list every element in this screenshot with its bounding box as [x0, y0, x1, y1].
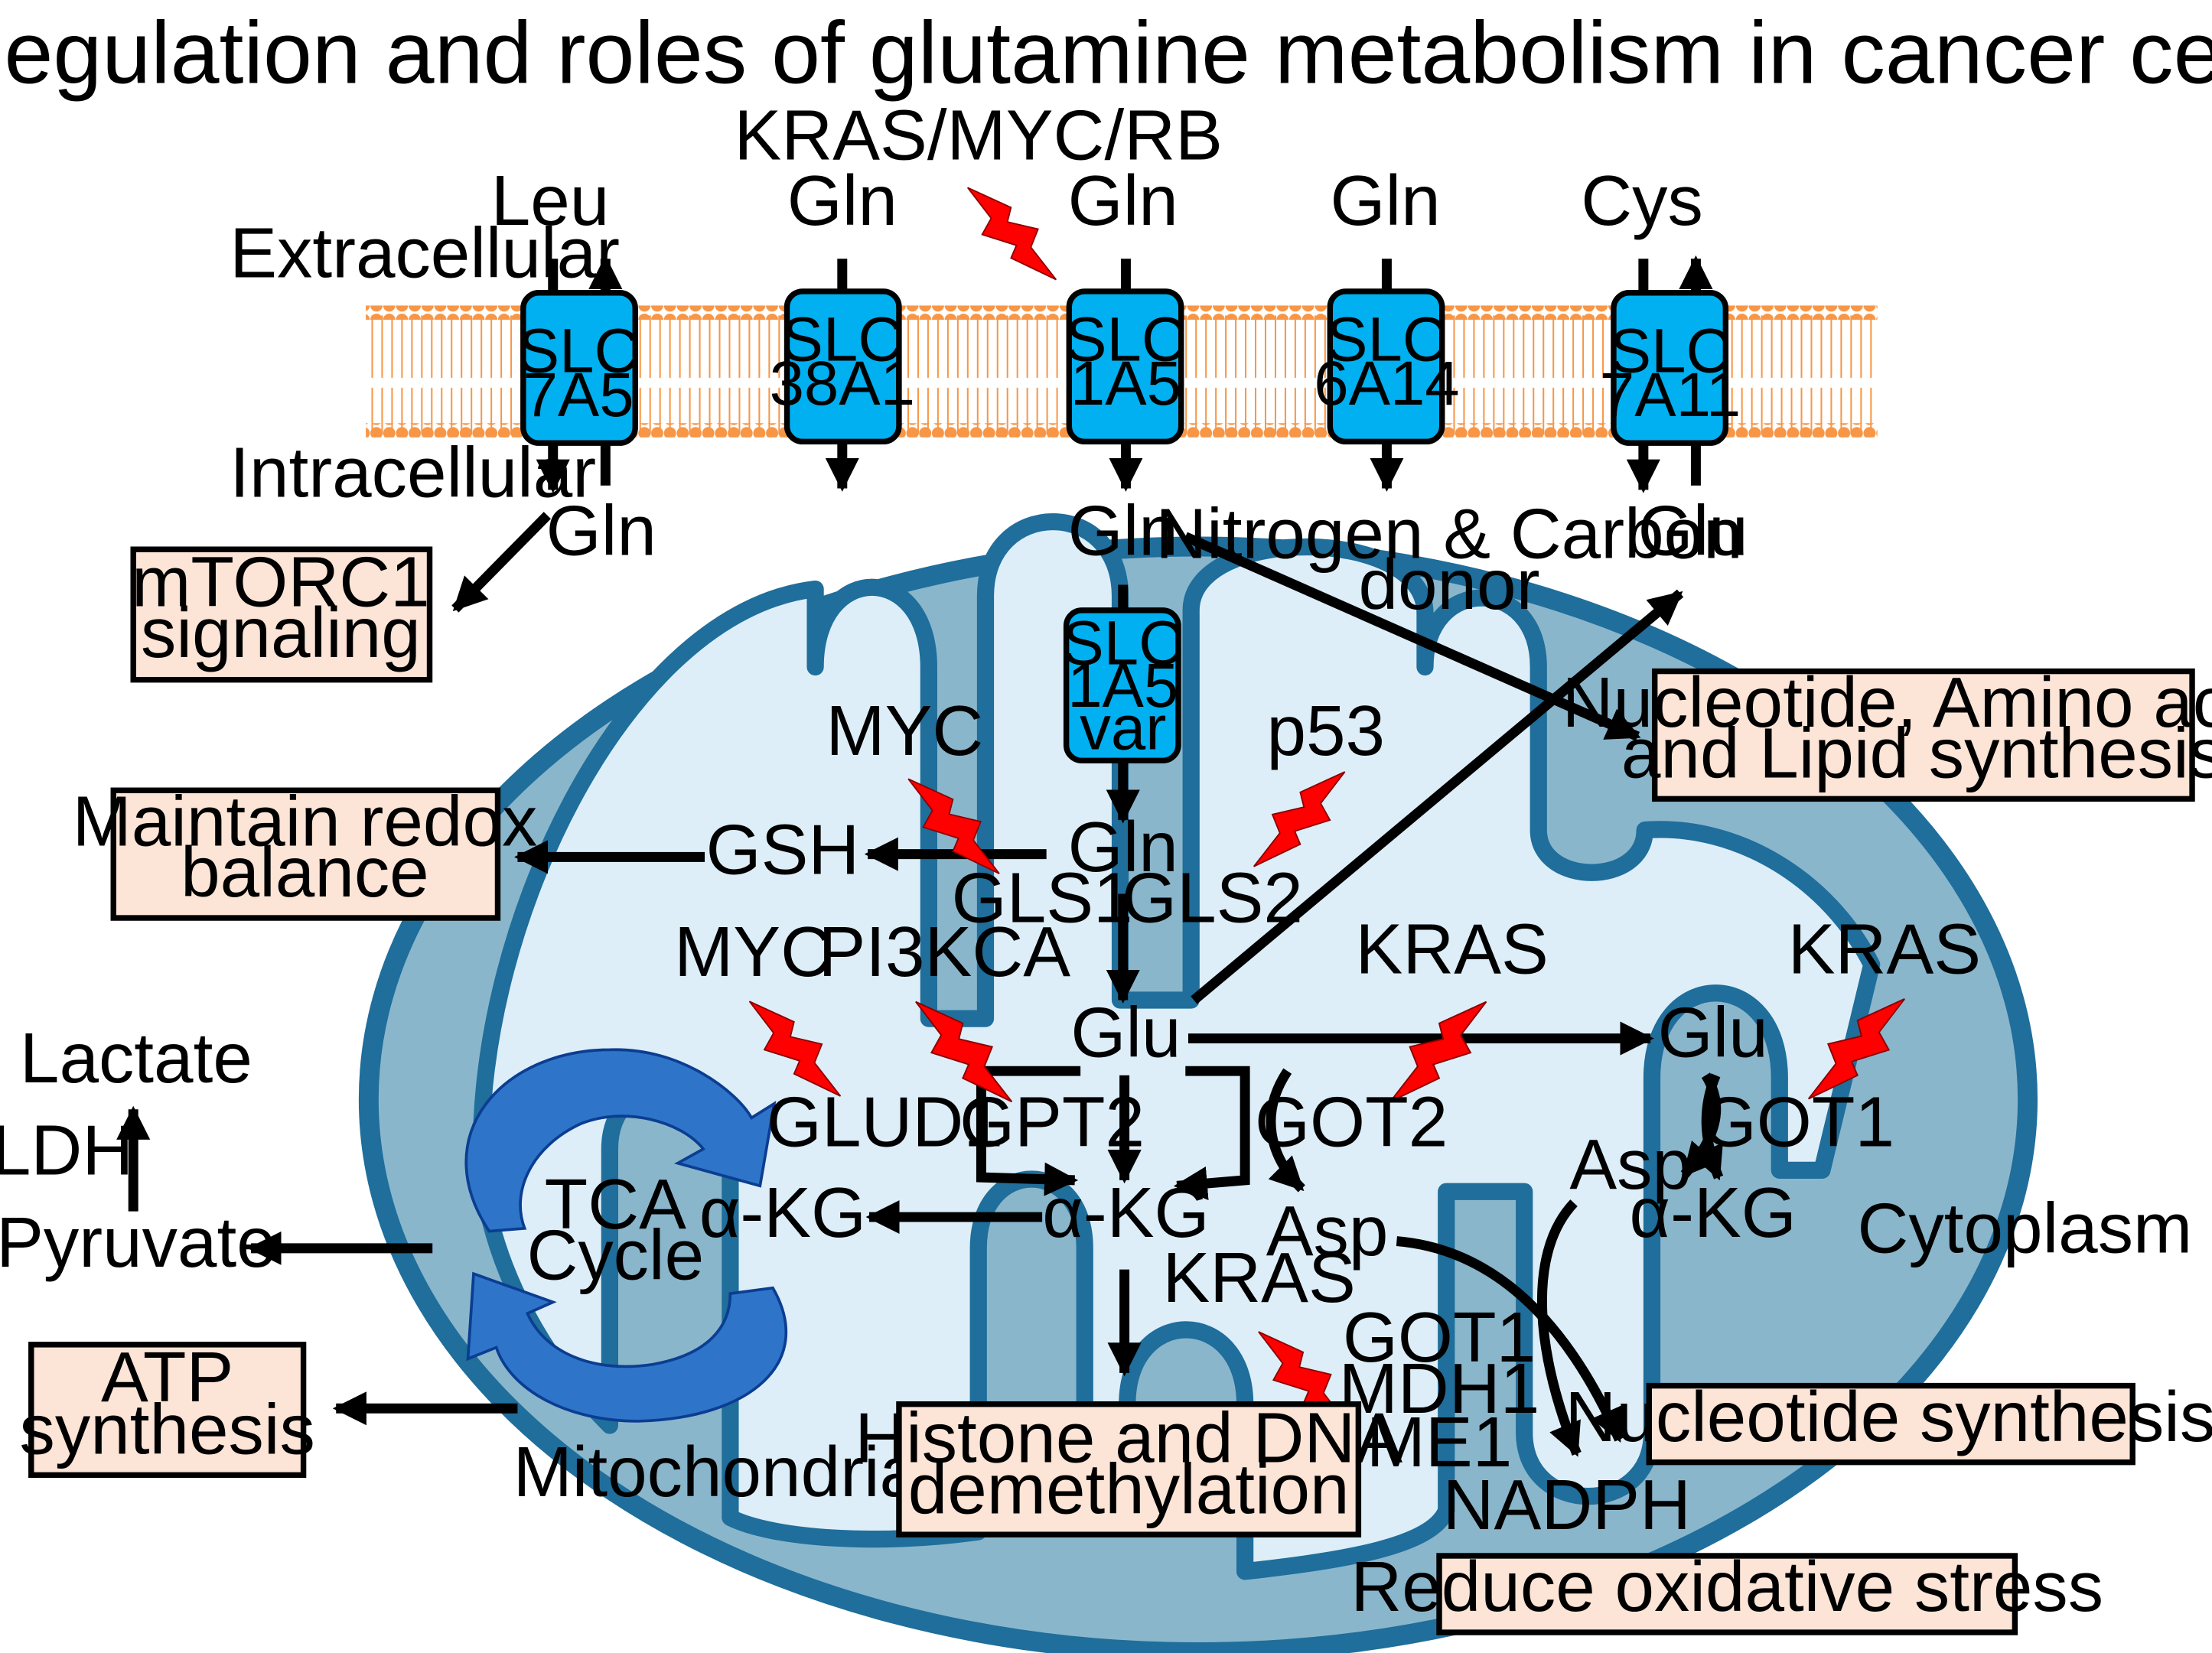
- nitrogen-donor-label-2: donor: [1358, 545, 1539, 624]
- metabolite-lactate: Lactate: [20, 1018, 252, 1098]
- metabolite-glu-cyto: Glu: [1658, 993, 1768, 1072]
- transporter-name: SLC: [781, 305, 903, 375]
- outcome-histone: Histone and DNA demethylation: [855, 1398, 1402, 1537]
- regulator-kras-got2: KRAS: [1356, 909, 1549, 988]
- outcome-nal-text: Nucleotide, Amino acid: [1562, 662, 2212, 742]
- enzyme-got1-b: GOT1: [1343, 1297, 1536, 1377]
- regulator-kras-got1: KRAS: [1788, 909, 1981, 988]
- transporter-top-label: Leu: [491, 161, 610, 240]
- transporter-slc38a1: Gln SLC 38A1: [770, 161, 915, 492]
- regulator-kras-asp: KRAS: [1162, 1238, 1355, 1317]
- metabolite-gsh: GSH: [706, 810, 860, 890]
- tca-cycle-arrows: [464, 1048, 788, 1423]
- outcome-mtorc1-text-2: signaling: [141, 593, 421, 672]
- enzyme-mdh1: MDH1: [1339, 1349, 1540, 1428]
- transporter-name-2: 7A11: [1600, 360, 1741, 430]
- outcome-oxidative-text: Reduce oxidative stress: [1350, 1547, 2103, 1626]
- lightning-icon: [966, 187, 1057, 281]
- transporter-slc1a5-var: SLC 1A5 var: [1062, 584, 1184, 824]
- transporter-bottom-label: Gln: [1068, 491, 1178, 571]
- transporter-name-2: 6A14: [1314, 349, 1459, 418]
- outcome-histone-text: Histone and DNA: [855, 1398, 1402, 1478]
- metabolite-asp-mito: Asp: [1266, 1191, 1389, 1271]
- outcome-atp-text: ATP: [101, 1337, 233, 1417]
- metabolite-glu-mito: Glu: [1070, 993, 1181, 1072]
- transporter-name: SLC: [1065, 305, 1187, 375]
- outcome-nucleotide-text: Nucleotide synthesis: [1565, 1377, 2212, 1456]
- outcome-mtorc1-text: mTORC1: [132, 542, 430, 621]
- mitochondrion: [359, 513, 2038, 1653]
- metabolite-pyruvate: Pyruvate: [0, 1202, 276, 1282]
- regulator-myc-gls1: MYC: [826, 691, 983, 770]
- enzyme-me1: ME1: [1367, 1402, 1513, 1482]
- transporter-slc1a5: Gln SLC 1A5 Gln: [1065, 161, 1187, 571]
- outcome-histone-text-2: demethylation: [908, 1449, 1350, 1528]
- diagram-title: Regulation and roles of glutamine metabo…: [0, 4, 2212, 102]
- transporter-top-label: Gln: [1068, 161, 1178, 240]
- regulator-kras-myc-rb: KRAS/MYC/RB: [735, 96, 1223, 175]
- enzyme-gls2: GLS2: [1122, 858, 1303, 938]
- enzyme-glud1: GLUD1: [767, 1082, 1003, 1161]
- outcome-redox: Maintain redox balance: [73, 782, 538, 921]
- outcome-oxidative: Reduce oxidative stress: [1350, 1547, 2103, 1635]
- transporter-slc7a11: Cys SLC 7A11 Glu: [1581, 161, 1748, 571]
- outcome-atp: ATP synthesis: [20, 1337, 315, 1479]
- transporter-name: SLC: [1326, 305, 1448, 375]
- outcome-redox-text-2: balance: [181, 832, 429, 912]
- transporter-bottom-label: Glu: [1638, 491, 1748, 571]
- outcome-atp-text-2: synthesis: [20, 1390, 315, 1469]
- metabolite-gln-mito: Gln: [1068, 807, 1178, 887]
- intracellular-label: Intracellular: [230, 433, 596, 512]
- mitochondria-label: Mitochondria: [513, 1432, 920, 1511]
- tca-label: TCA: [545, 1164, 687, 1244]
- transporter-top-label: Gln: [1330, 161, 1440, 240]
- metabolite-asp-cyto: Asp: [1569, 1124, 1692, 1204]
- transporter-slc7a5: Leu SLC 7A5 Gln: [491, 161, 656, 571]
- enzyme-gls1: GLS1: [952, 858, 1133, 938]
- transporter-name: SLC: [518, 317, 640, 386]
- outcome-nal-text-2: and Lipid synthesis: [1621, 714, 2212, 793]
- transporter-name: SLC: [1062, 608, 1184, 678]
- enzyme-ldh: LDH: [0, 1110, 133, 1189]
- enzyme-gpt2: GPT2: [959, 1082, 1145, 1161]
- cytoplasm-label: Cytoplasm: [1858, 1188, 2193, 1267]
- outcome-mtorc1: mTORC1 signaling: [130, 542, 433, 683]
- transporter-top-label: Gln: [787, 161, 898, 240]
- transporter-top-label: Cys: [1581, 161, 1703, 240]
- outcome-nucleotide: Nucleotide synthesis: [1565, 1377, 2212, 1466]
- metabolite-akg-center: α-KG: [1042, 1173, 1209, 1252]
- metabolite-akg-cyto: α-KG: [1630, 1173, 1797, 1252]
- enzyme-got1: GOT1: [1702, 1082, 1894, 1161]
- transporter-name-2: 1A5: [1067, 651, 1178, 721]
- enzyme-got2: GOT2: [1255, 1082, 1448, 1161]
- transporter-bottom-label: Gln: [546, 491, 656, 571]
- transporter-name-2: 38A1: [770, 349, 915, 418]
- transporter-name-3: var: [1080, 694, 1166, 763]
- transporter-name-2: 1A5: [1070, 349, 1181, 418]
- tca-label-2: Cycle: [526, 1215, 704, 1295]
- transporter-slc6a14: Gln SLC 6A14: [1314, 161, 1460, 492]
- transporter-name-2: 7A5: [523, 360, 634, 430]
- outcome-nucleotide-amino-lipid: Nucleotide, Amino acid and Lipid synthes…: [1562, 662, 2212, 802]
- nitrogen-donor-label: Nitrogen & Carbon: [1155, 493, 1742, 573]
- outcome-redox-text: Maintain redox: [73, 782, 538, 861]
- metabolite-akg-tca: α-KG: [699, 1173, 866, 1252]
- transporter-name: SLC: [1610, 317, 1731, 386]
- pathway-arrows: [116, 512, 1724, 1457]
- regulator-myc-glud1: MYC: [674, 912, 832, 991]
- regulator-p53: p53: [1266, 691, 1385, 770]
- metabolite-nadph: NADPH: [1443, 1465, 1691, 1544]
- regulator-pi3kca: PI3KCA: [818, 912, 1070, 991]
